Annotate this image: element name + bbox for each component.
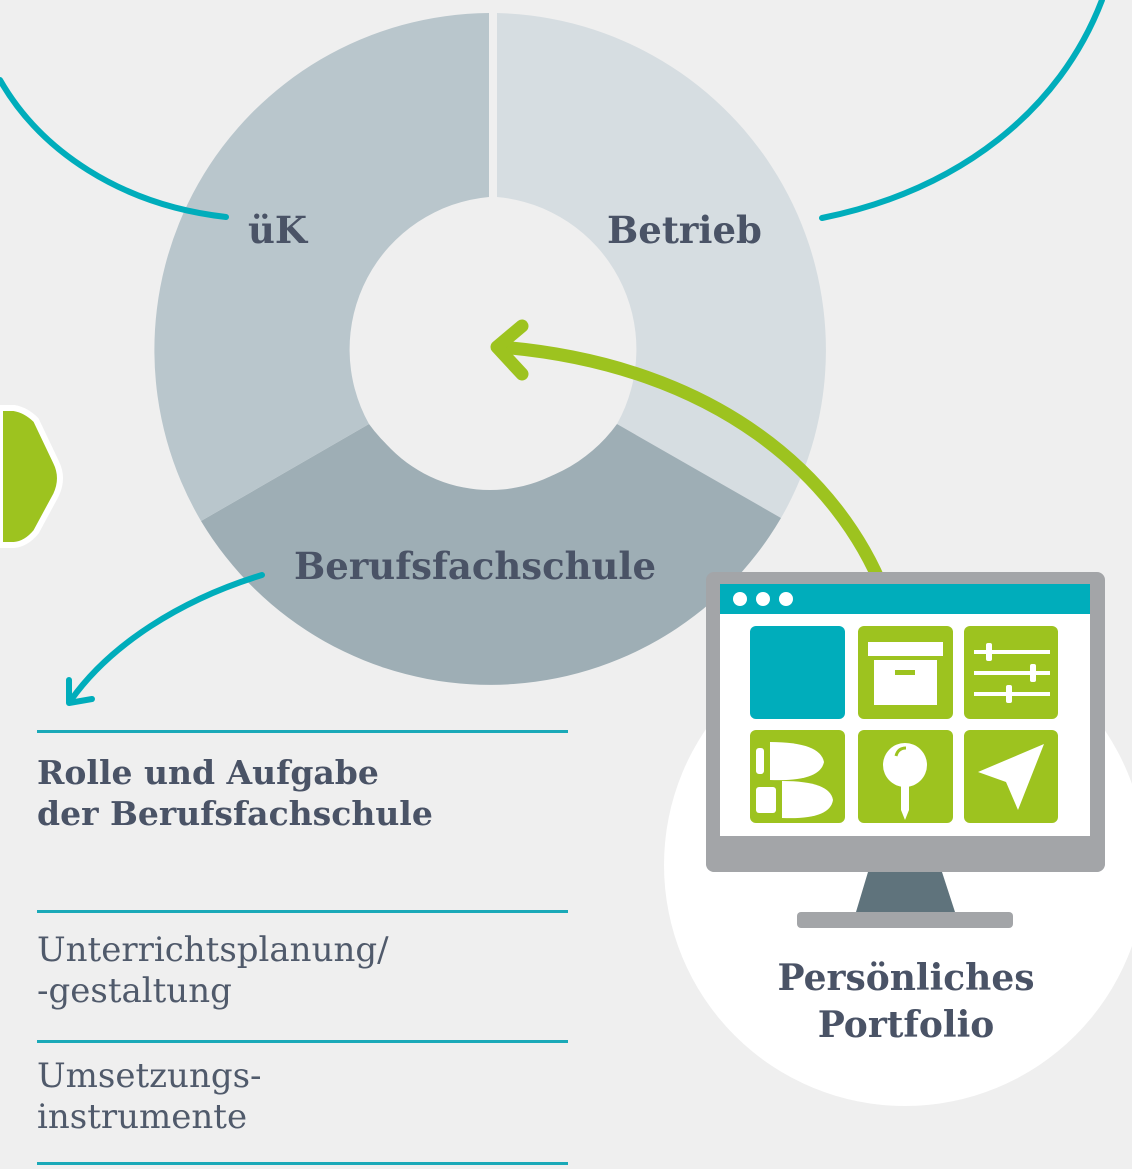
- segment-label-berufsfachschule: Berufsfachschule: [294, 544, 657, 588]
- segment-label-betrieb: Betrieb: [607, 208, 762, 252]
- ring-center: [350, 210, 630, 490]
- archive-box-icon: [858, 626, 953, 719]
- section-rule-2: [37, 1040, 568, 1043]
- ring-segment-berufsfachschule: [201, 424, 781, 685]
- teal-square-tile: [750, 626, 845, 719]
- portfolio-arrow: [490, 319, 891, 599]
- ring-segment-betrieb: [497, 13, 826, 518]
- portfolio-label-line2: Portfolio: [817, 1003, 995, 1046]
- segment-label-uek: üK: [248, 208, 308, 252]
- portfolio-label-line1: Persönliches: [777, 957, 1035, 999]
- ring-segment-uek: [154, 13, 490, 521]
- list-item[interactable]: Umsetzungs- instrumente: [37, 1056, 262, 1137]
- pin-icon: [858, 730, 953, 823]
- section-heading-line2: der Berufsfachschule: [37, 794, 433, 834]
- section-heading: Rolle und Aufgabe der Berufsfachschule: [37, 752, 433, 835]
- sliders-icon: [964, 626, 1058, 719]
- list-item[interactable]: Unterrichtsplanung/ -gestaltung: [37, 930, 389, 1011]
- section-rule-3: [37, 1162, 568, 1165]
- portfolio-label: Persönliches Portfolio: [726, 955, 1086, 1049]
- section-heading-line1: Rolle und Aufgabe: [37, 753, 379, 792]
- section-rule-1: [37, 910, 568, 913]
- green-chevron-shape: [0, 405, 63, 548]
- connector-betrieb-curve: [819, 0, 1105, 221]
- window-dots-icon: [733, 592, 793, 606]
- arrow-to-section: [66, 572, 265, 706]
- monitor-icon: [706, 572, 1105, 928]
- navigation-arrow-icon: [964, 730, 1058, 823]
- section-rule-top: [37, 730, 568, 733]
- donut-ring: [154, 13, 826, 685]
- footprints-icon: [750, 730, 845, 823]
- connector-uek-curve: [0, 77, 229, 220]
